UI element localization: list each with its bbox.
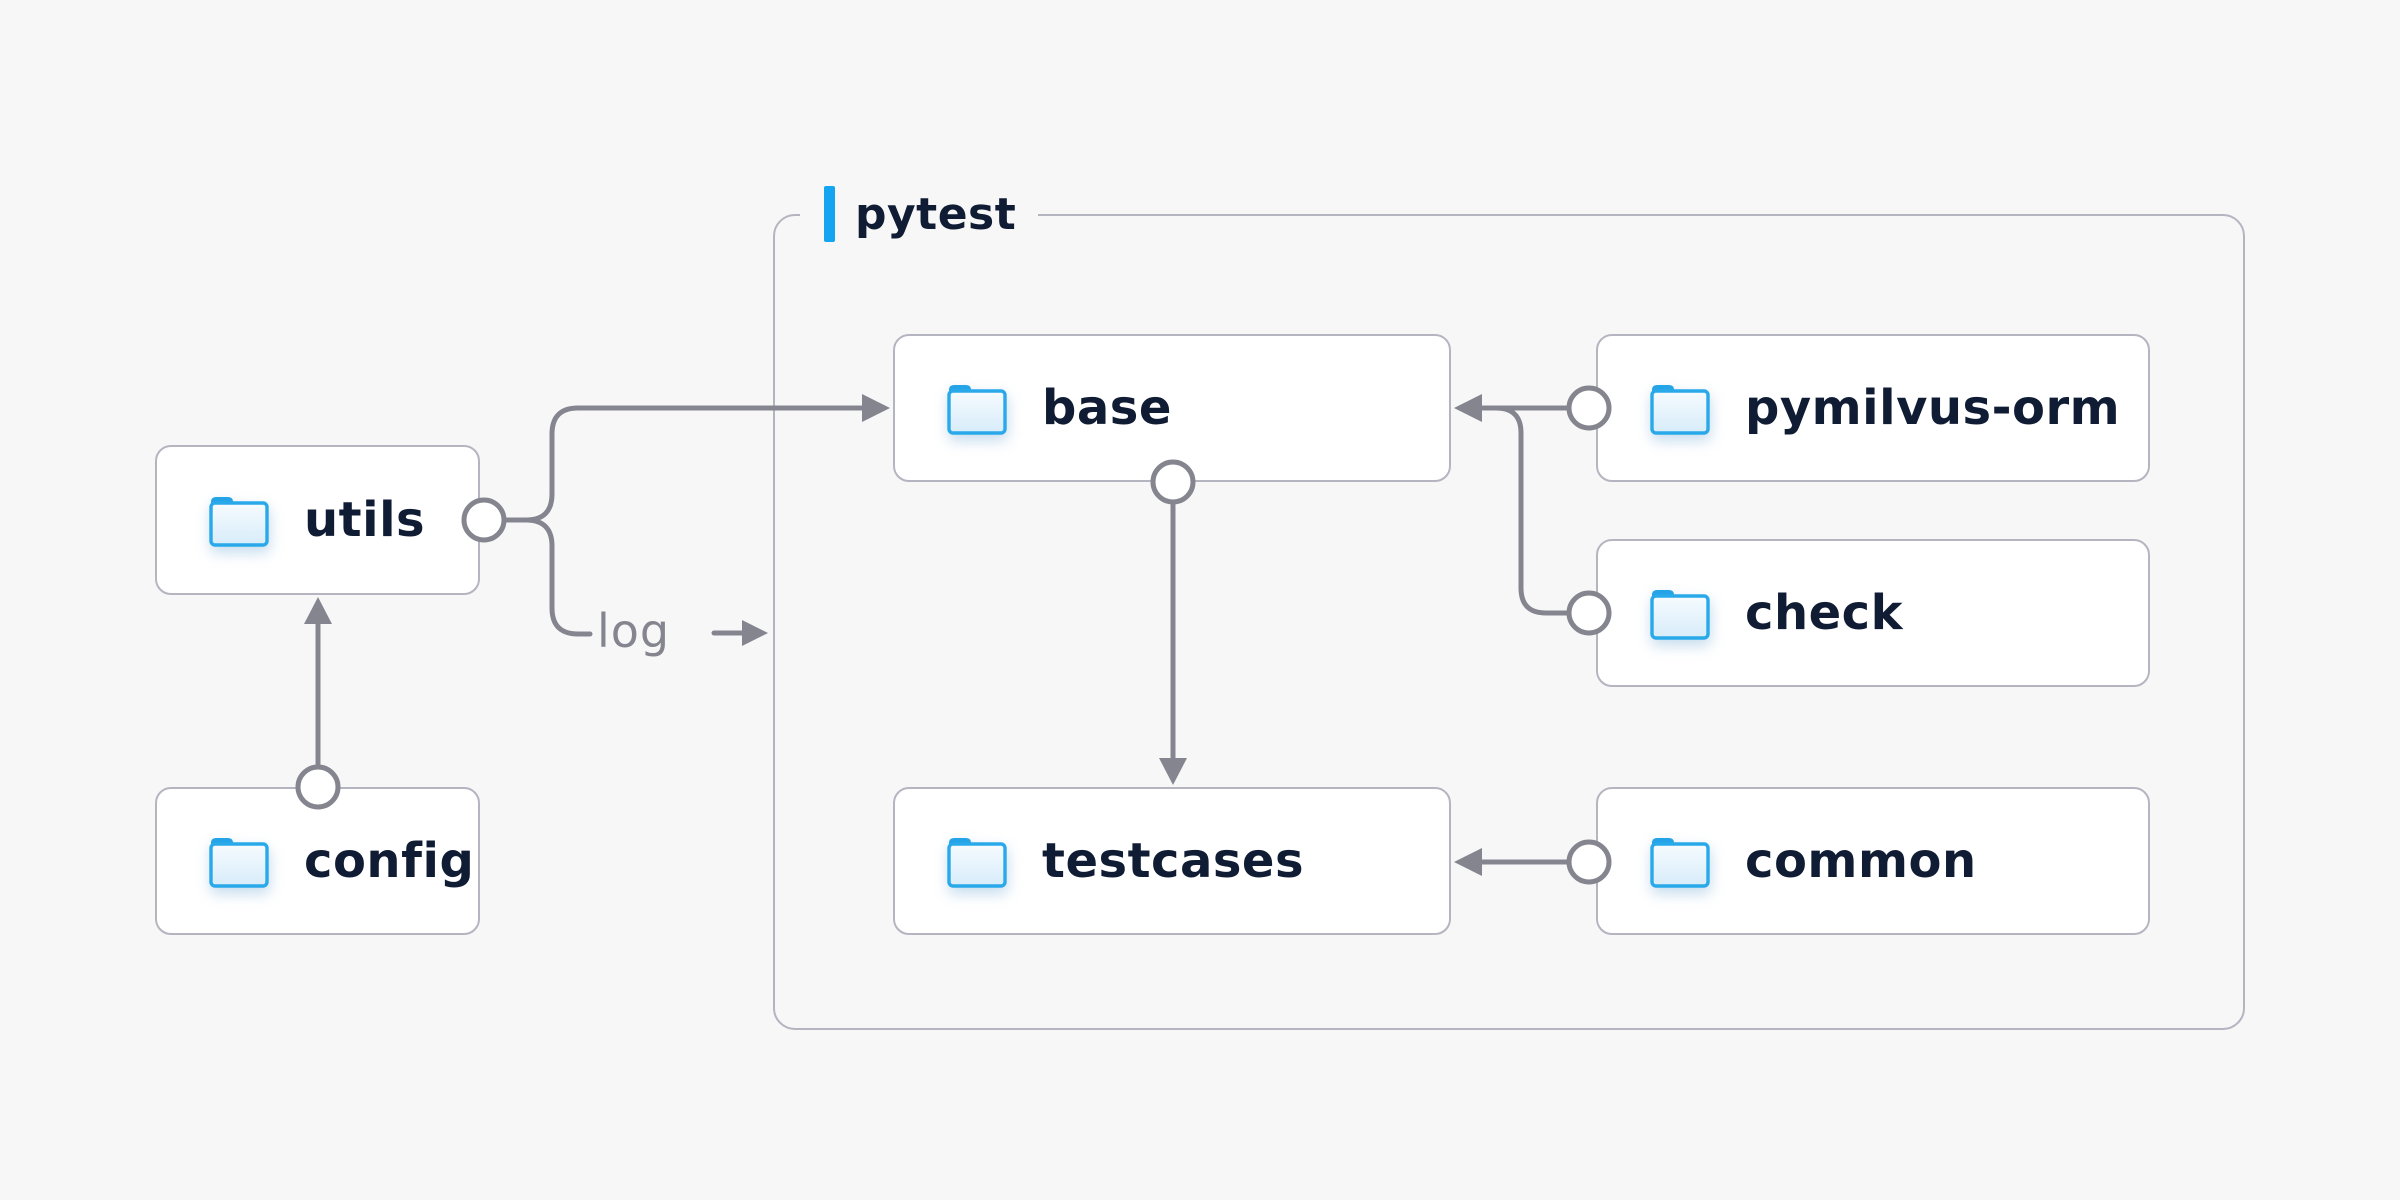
arrowhead-log	[742, 620, 768, 646]
pytest-group-box	[773, 214, 2245, 1030]
node-label: pymilvus-orm	[1745, 380, 2121, 436]
node-config[interactable]: config	[155, 787, 480, 935]
accent-bar-icon	[824, 186, 835, 242]
arrowhead-into-utils-bottom	[304, 597, 332, 624]
folder-icon	[1648, 380, 1712, 437]
folder-icon	[207, 833, 271, 890]
node-label: common	[1745, 833, 1977, 889]
node-base[interactable]: base	[893, 334, 1451, 482]
folder-icon	[945, 380, 1009, 437]
node-label: testcases	[1042, 833, 1305, 889]
folder-icon	[945, 833, 1009, 890]
node-common[interactable]: common	[1596, 787, 2150, 935]
pytest-group-title: pytest	[855, 188, 1017, 240]
node-testcases[interactable]: testcases	[893, 787, 1451, 935]
edge-utils-to-log	[523, 517, 593, 637]
node-pymilvus-orm[interactable]: pymilvus-orm	[1596, 334, 2150, 482]
folder-icon	[207, 492, 271, 549]
node-label: config	[304, 833, 475, 889]
folder-icon	[1648, 585, 1712, 642]
node-utils[interactable]: utils	[155, 445, 480, 595]
node-label: base	[1042, 380, 1172, 436]
node-label: check	[1745, 585, 1904, 641]
pytest-group-label: pytest	[800, 180, 1039, 248]
node-check[interactable]: check	[1596, 539, 2150, 687]
folder-icon	[1648, 833, 1712, 890]
node-label: utils	[304, 492, 426, 548]
edge-label-log: log	[597, 604, 671, 658]
